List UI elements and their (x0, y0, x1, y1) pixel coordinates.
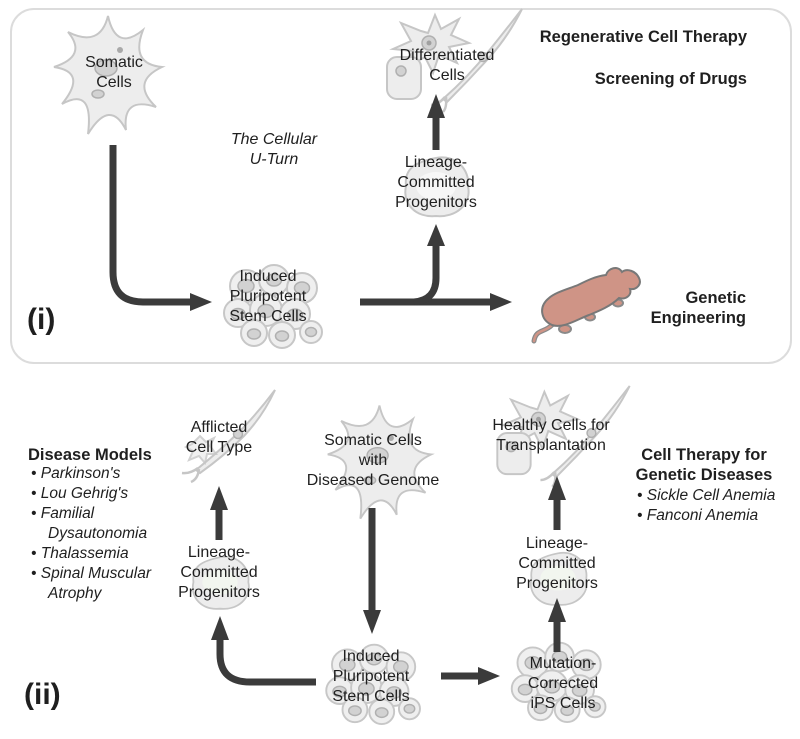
regenerative-cell-therapy-label: Regenerative Cell Therapy (539, 28, 747, 46)
list-item: Sickle Cell Anemia (626, 486, 786, 506)
arrow-mutation-to-right-progenitors (548, 598, 566, 652)
list-item: Spinal Muscular Atrophy (20, 564, 168, 604)
lineage-progenitor-drawing-right (529, 551, 588, 606)
somatic-cells-drawing (53, 15, 166, 135)
disease-models-title: Disease Models (28, 446, 152, 464)
arrow-progenitors-to-differentiated (427, 94, 445, 150)
list-item: Thalassemia (20, 544, 168, 564)
afflicted-cell-type-label: Afflicted Cell Type (185, 419, 253, 456)
arrow-ips-to-mutation-corrected (441, 667, 500, 685)
somatic-cells-label: Somatic Cells (85, 54, 143, 91)
ips-cells-drawing-i (223, 264, 323, 349)
list-item: Familial Dysautonomia (20, 504, 168, 544)
panel-ii-tag: (ii) (24, 678, 61, 711)
somatic-diseased-label: Somatic Cells with Diseased Genome (306, 432, 440, 489)
healthy-cells-label: Healthy Cells for Transplantation (492, 417, 610, 454)
cell-therapy-title: Cell Therapy for Genetic Diseases (635, 446, 773, 484)
screening-of-drugs-label: Screening of Drugs (594, 70, 747, 88)
list-item: Fanconi Anemia (626, 506, 786, 526)
cell-therapy-list: Sickle Cell Anemia Fanconi Anemia (626, 486, 786, 526)
differentiated-cells-label: Differentiated Cells (399, 47, 495, 84)
panel-i-tag: (i) (27, 303, 56, 336)
arrow-ips-to-left-progenitors (211, 616, 316, 686)
ips-cells-drawing-ii (325, 643, 421, 726)
lineage-progenitor-drawing-left (191, 555, 250, 610)
disease-models-list: Parkinson's Lou Gehrig's Familial Dysaut… (20, 464, 168, 604)
list-item: Parkinson's (20, 464, 168, 484)
differentiated-cells-drawing (386, 8, 523, 113)
lineage-committed-right-label: Lineage- Committed Progenitors (516, 535, 598, 592)
afflicted-cell-drawing (181, 389, 276, 484)
lineage-progenitor-drawing-i (404, 156, 470, 218)
mutation-corrected-cells-drawing (510, 641, 607, 724)
arrow-somatic-to-ips (109, 145, 212, 311)
ips-cells-label-i: Induced Pluripotent Stem Cells (229, 268, 307, 325)
arrow-left-progenitors-to-afflicted (210, 486, 228, 540)
mouse-drawing (531, 267, 641, 344)
cellular-u-turn-label: The Cellular U-Turn (230, 131, 318, 168)
healthy-cells-drawing (496, 385, 631, 488)
arrow-diseased-somatic-to-ips (363, 508, 381, 634)
genetic-engineering-label: Genetic Engineering (650, 289, 746, 327)
somatic-diseased-drawing (327, 405, 435, 520)
mutation-corrected-label: Mutation- Corrected iPS Cells (527, 655, 599, 712)
lineage-committed-label-i: Lineage- Committed Progenitors (395, 154, 477, 211)
arrow-right-progenitors-to-healthy (548, 476, 566, 530)
arrow-ips-branch (360, 224, 512, 311)
list-item: Lou Gehrig's (20, 484, 168, 504)
ips-cells-label-ii: Induced Pluripotent Stem Cells (332, 648, 410, 705)
lineage-committed-left-label: Lineage- Committed Progenitors (178, 544, 260, 601)
